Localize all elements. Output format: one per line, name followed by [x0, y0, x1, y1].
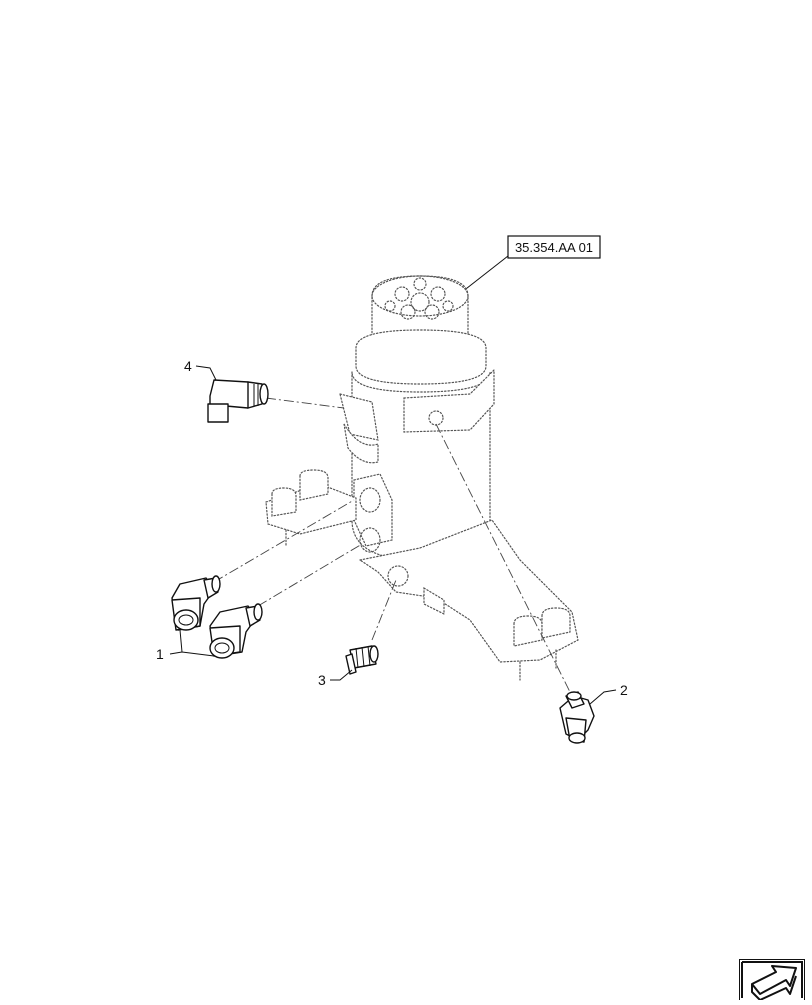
assembly-line-1b — [257, 543, 363, 607]
swivel-joint-assembly — [265, 275, 579, 681]
callout-2-leader — [589, 689, 617, 705]
callout-1-leader — [169, 629, 215, 657]
reference-label[interactable]: 35.354.AA 01 — [507, 235, 601, 259]
fitting-3[interactable] — [345, 645, 379, 675]
callout-1[interactable]: 1 — [156, 646, 164, 662]
assembly-line-4 — [265, 397, 345, 409]
callout-2[interactable]: 2 — [620, 682, 628, 698]
fitting-4[interactable] — [207, 379, 269, 423]
callout-3-leader — [330, 669, 353, 681]
fitting-1-lower[interactable] — [209, 603, 263, 659]
next-page-arrow-icon[interactable] — [739, 959, 805, 1005]
callout-4[interactable]: 4 — [184, 358, 192, 374]
reference-leader — [461, 255, 509, 293]
assembly-line-1a — [213, 499, 355, 583]
assembly-line-3 — [371, 579, 397, 641]
fitting-2[interactable] — [559, 691, 595, 744]
assembly-line-2 — [435, 423, 575, 701]
callout-4-leader — [195, 365, 217, 381]
callout-3[interactable]: 3 — [318, 672, 326, 688]
reference-label-text: 35.354.AA 01 — [515, 240, 593, 255]
fitting-1-upper[interactable] — [171, 575, 221, 631]
